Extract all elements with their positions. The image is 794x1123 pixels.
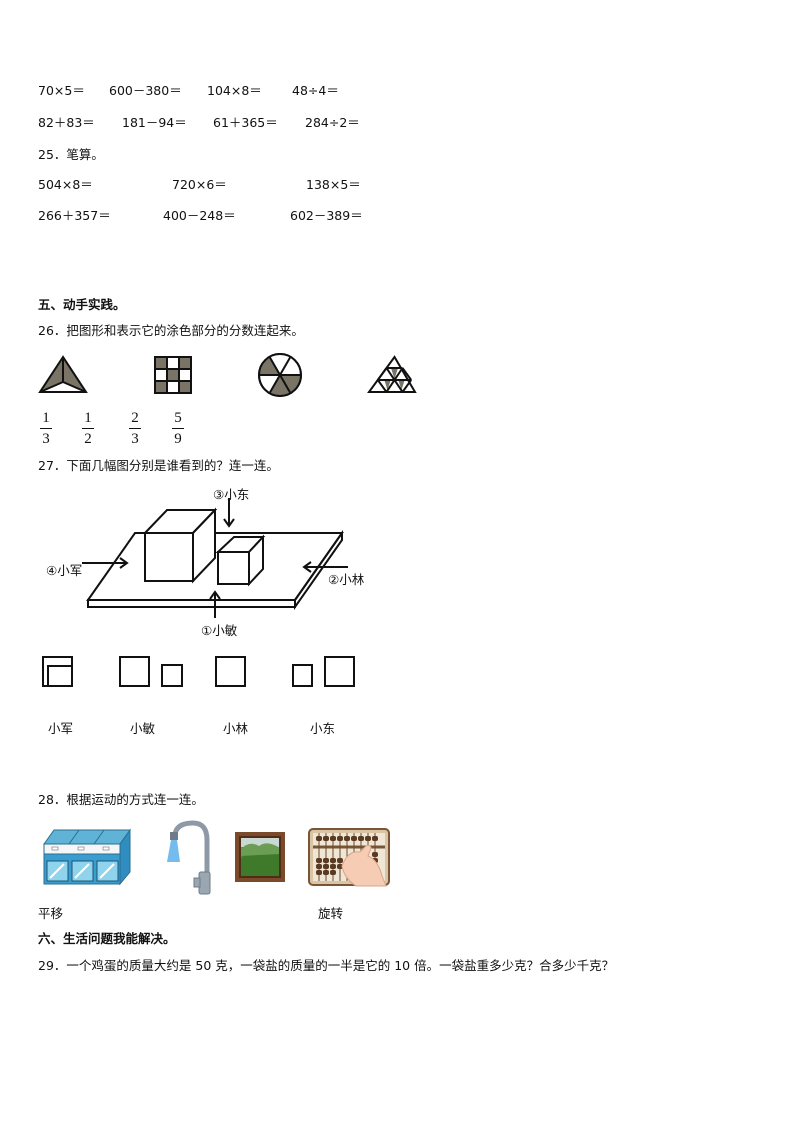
circle-half-shaded-icon — [258, 353, 302, 397]
motion-label-rotation[interactable]: 旋转 — [318, 906, 344, 921]
calc-item: 138×5＝ — [306, 177, 361, 192]
grid-five-ninths-shaded-icon — [154, 356, 192, 394]
observer-label-right: ②小林 — [328, 572, 365, 587]
calc-item: 70×5＝ — [38, 83, 85, 98]
calc-item: 48÷4＝ — [292, 83, 339, 98]
view-label-xiaojun: 小军 — [48, 721, 74, 736]
view-label-xiaolin: 小林 — [223, 721, 249, 736]
view-label-xiaodong: 小东 — [310, 721, 336, 736]
fraction-one-half[interactable]: 1 2 — [81, 410, 95, 447]
drawer-cabinet-icon — [43, 828, 131, 886]
calc-item: 400－248＝ — [163, 208, 236, 223]
fraction-two-thirds[interactable]: 2 3 — [128, 410, 142, 447]
observer-label-top: ③小东 — [213, 487, 250, 502]
observer-label-left: ④小军 — [46, 563, 83, 578]
triangle-thirds-shaded-icon — [38, 355, 88, 393]
calc-item: 104×8＝ — [207, 83, 262, 98]
triangle-grid-shaded-icon — [367, 355, 417, 393]
question-26-title: 26．把图形和表示它的涂色部分的分数连起来。 — [38, 323, 304, 338]
question-25-title: 25．笔算。 — [38, 147, 104, 162]
calc-item: 720×6＝ — [172, 177, 227, 192]
calc-item: 600－380＝ — [109, 83, 182, 98]
calc-item: 181－94＝ — [122, 115, 187, 130]
question-28-title: 28．根据运动的方式连一连。 — [38, 792, 204, 807]
section-6-heading: 六、生活问题我能解决。 — [38, 931, 176, 946]
calc-item: 284÷2＝ — [305, 115, 360, 130]
calc-item: 61＋365＝ — [213, 115, 278, 130]
fraction-five-ninths[interactable]: 5 9 — [171, 410, 185, 447]
section-5-heading: 五、动手实践。 — [38, 297, 126, 312]
abacus-icon — [308, 828, 390, 887]
window-icon — [235, 832, 285, 882]
motion-label-translation[interactable]: 平移 — [38, 906, 64, 921]
question-29-text: 29．一个鸡蛋的质量大约是 50 克，一袋盐的质量的一半是它的 10 倍。一袋盐… — [38, 958, 615, 973]
faucet-icon — [167, 820, 211, 895]
fraction-one-third[interactable]: 1 3 — [39, 410, 53, 447]
calc-item: 82＋83＝ — [38, 115, 95, 130]
calc-item: 266＋357＝ — [38, 208, 111, 223]
calc-item: 504×8＝ — [38, 177, 93, 192]
calc-item: 602－389＝ — [290, 208, 363, 223]
observer-label-front: ①小敏 — [201, 623, 238, 638]
view-label-xiaomin: 小敏 — [130, 721, 156, 736]
question-27-title: 27．下面几幅图分别是谁看到的？连一连。 — [38, 458, 279, 473]
